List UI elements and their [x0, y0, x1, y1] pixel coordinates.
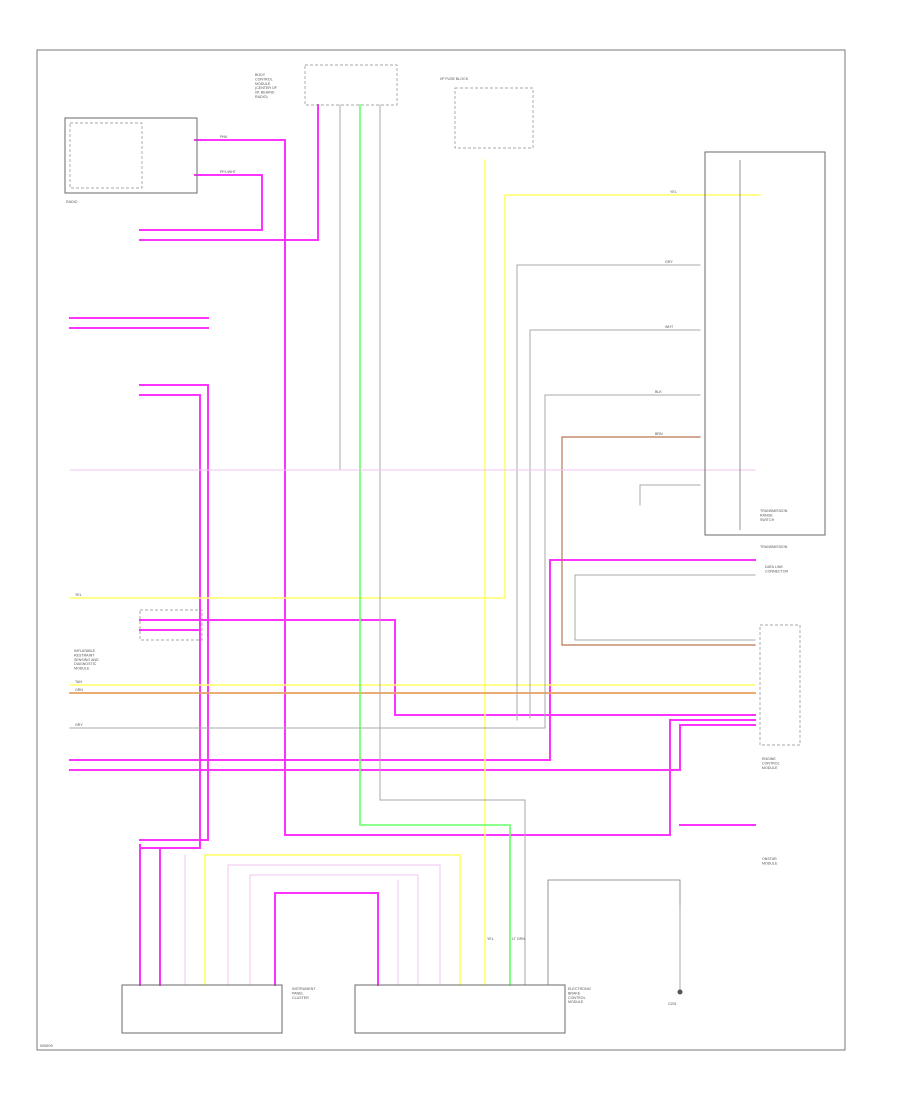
yellow-wire — [204, 854, 461, 986]
gray-wires — [69, 104, 756, 991]
pink-wire — [69, 724, 756, 771]
ground-label: G201 — [668, 1002, 677, 1006]
fuse-block-box — [454, 87, 534, 149]
pink-wire — [69, 559, 756, 761]
wire-label: ORN — [75, 688, 83, 692]
wire-label: BLK — [655, 390, 662, 394]
light-wires — [69, 469, 756, 986]
transmission-box — [704, 151, 826, 536]
brown-wire — [561, 436, 756, 646]
electronic-brake-outline — [547, 879, 681, 985]
radio-inner — [69, 122, 143, 189]
wire-label: TAN — [75, 680, 82, 684]
wire-label: GRY — [665, 260, 673, 264]
green-wire — [359, 104, 511, 986]
wire-label: LT GRN — [512, 937, 525, 941]
wire-label: YEL — [487, 937, 494, 941]
pink-wires — [69, 104, 756, 986]
ecm-box — [759, 624, 801, 746]
diagram-frame — [36, 49, 846, 1051]
wire-label: YEL — [670, 190, 677, 194]
footer-code: W0009 — [40, 1043, 53, 1048]
pink-wire — [139, 619, 756, 716]
light-wire — [249, 874, 419, 986]
radio-box — [64, 117, 198, 194]
wires — [69, 104, 761, 991]
fuse-block-label: I/P FUSE BLOCK — [440, 77, 469, 81]
light-wire — [227, 864, 441, 986]
wire-label: GRY — [75, 723, 83, 727]
bcm-box — [304, 64, 398, 106]
pink-wire — [139, 394, 201, 849]
transmission-label: TRANSMISSION — [760, 545, 788, 549]
pink-wire — [274, 892, 379, 986]
gray-wire — [379, 104, 526, 986]
pink-wire — [139, 384, 209, 841]
electronic-brake-box — [354, 984, 566, 1034]
wire-labels: PNK PPL/WHT YEL GRY WHT BLK BRN YEL TAN … — [75, 135, 677, 941]
theft-module-box — [139, 609, 203, 641]
wire-label: YEL — [75, 593, 82, 597]
yellow-wires — [69, 159, 761, 986]
pink-wire — [139, 174, 263, 231]
gray-wire — [574, 574, 756, 641]
wire-label: BRN — [655, 432, 663, 436]
wire-label: PPL/WHT — [220, 170, 237, 174]
ground-symbol — [677, 989, 683, 995]
yellow-wire — [69, 194, 761, 599]
gray-wire — [529, 329, 701, 719]
pink-wire — [194, 139, 756, 836]
radio-label: RADIO — [66, 200, 78, 204]
instrument-cluster-box — [121, 984, 283, 1034]
wire-label: PNK — [220, 135, 228, 139]
gray-wire — [69, 394, 701, 729]
gray-wire — [516, 264, 701, 721]
wire-label: WHT — [665, 325, 674, 329]
pink-wire — [139, 104, 319, 241]
